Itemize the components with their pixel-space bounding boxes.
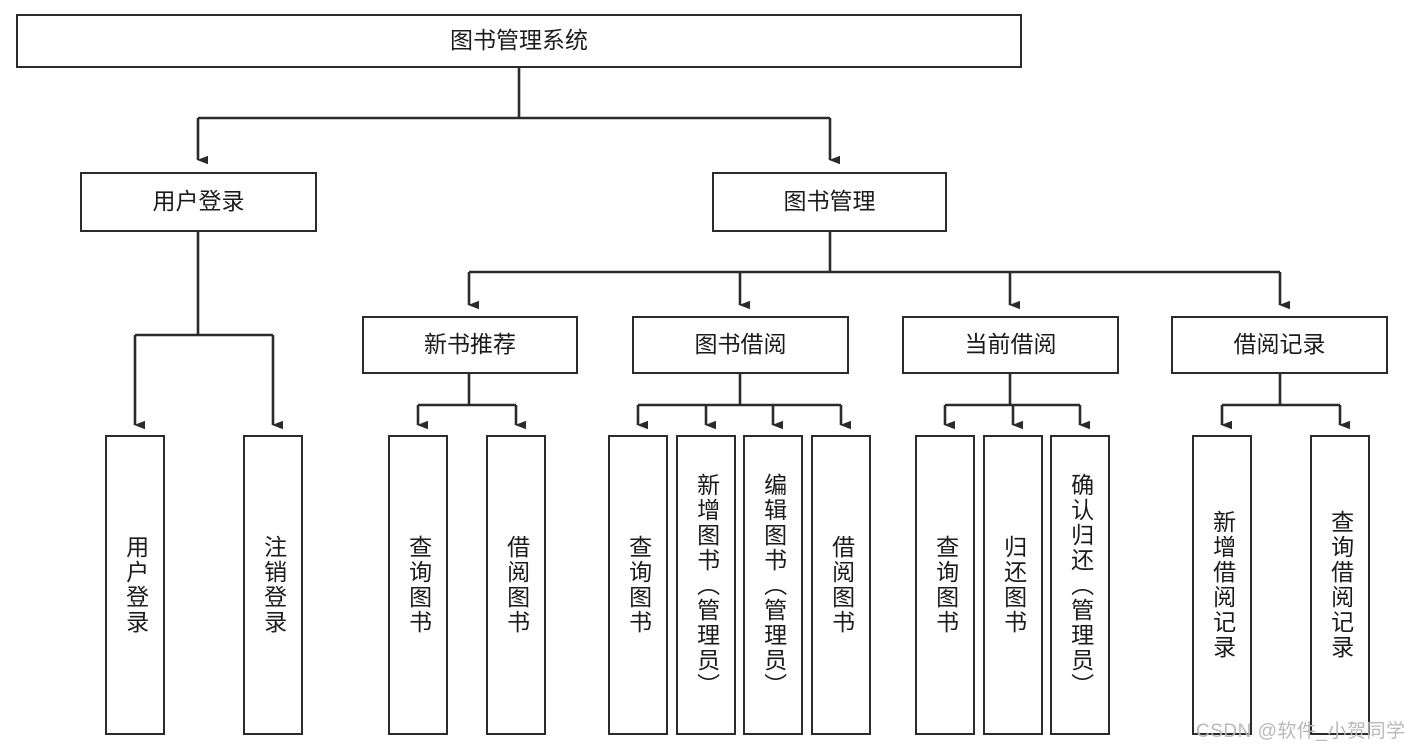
node-leaf-add-record[interactable]: 新增借阅记录	[1192, 435, 1252, 735]
node-leaf-return-book[interactable]: 归还图书	[983, 435, 1043, 735]
node-leaf-logout[interactable]: 注销登录	[243, 435, 303, 735]
node-leaf-add-record-label: 新增借阅记录	[1209, 510, 1236, 660]
node-book-borrow[interactable]: 图书借阅	[632, 316, 849, 374]
node-leaf-return-book-label: 归还图书	[1000, 535, 1027, 635]
node-leaf-user-login[interactable]: 用户登录	[105, 435, 165, 735]
node-leaf-query-record[interactable]: 查询借阅记录	[1310, 435, 1370, 735]
node-leaf-confirm-return-label: 确认归还（管理员）	[1067, 472, 1094, 698]
node-leaf-query-book-rec-label: 查询图书	[405, 535, 432, 635]
node-borrow-record[interactable]: 借阅记录	[1171, 316, 1388, 374]
node-leaf-borrow-book-label: 借阅图书	[828, 535, 855, 635]
node-leaf-borrow-book-rec[interactable]: 借阅图书	[486, 435, 546, 735]
node-leaf-edit-book[interactable]: 编辑图书（管理员）	[743, 435, 803, 735]
node-book-manage-label: 图书管理	[783, 188, 876, 215]
node-leaf-query-book-cur-label: 查询图书	[932, 535, 959, 635]
node-leaf-borrow-book-rec-label: 借阅图书	[503, 535, 530, 635]
node-leaf-query-book-cur[interactable]: 查询图书	[915, 435, 975, 735]
node-current-borrow-label: 当前借阅	[964, 331, 1057, 358]
node-leaf-add-book[interactable]: 新增图书（管理员）	[676, 435, 736, 735]
node-book-borrow-label: 图书借阅	[694, 331, 787, 358]
watermark: CSDN @软件_小贺同学	[1196, 721, 1405, 742]
node-leaf-logout-label: 注销登录	[260, 535, 287, 635]
node-user-login[interactable]: 用户登录	[80, 172, 317, 232]
node-user-login-label: 用户登录	[152, 188, 245, 215]
node-leaf-query-record-label: 查询借阅记录	[1327, 510, 1354, 660]
node-leaf-confirm-return[interactable]: 确认归还（管理员）	[1050, 435, 1110, 735]
node-root-label: 图书管理系统	[450, 27, 588, 54]
node-leaf-query-book[interactable]: 查询图书	[608, 435, 668, 735]
node-leaf-user-login-label: 用户登录	[122, 535, 149, 635]
node-leaf-add-book-label: 新增图书（管理员）	[693, 472, 720, 698]
node-leaf-edit-book-label: 编辑图书（管理员）	[760, 472, 787, 698]
node-root[interactable]: 图书管理系统	[16, 14, 1022, 68]
node-new-book-recommend[interactable]: 新书推荐	[362, 316, 578, 374]
node-borrow-record-label: 借阅记录	[1233, 331, 1326, 358]
node-new-book-recommend-label: 新书推荐	[424, 331, 516, 358]
node-leaf-query-book-rec[interactable]: 查询图书	[388, 435, 448, 735]
node-leaf-query-book-label: 查询图书	[625, 535, 652, 635]
node-leaf-borrow-book[interactable]: 借阅图书	[811, 435, 871, 735]
node-book-manage[interactable]: 图书管理	[712, 172, 947, 232]
node-current-borrow[interactable]: 当前借阅	[902, 316, 1119, 374]
